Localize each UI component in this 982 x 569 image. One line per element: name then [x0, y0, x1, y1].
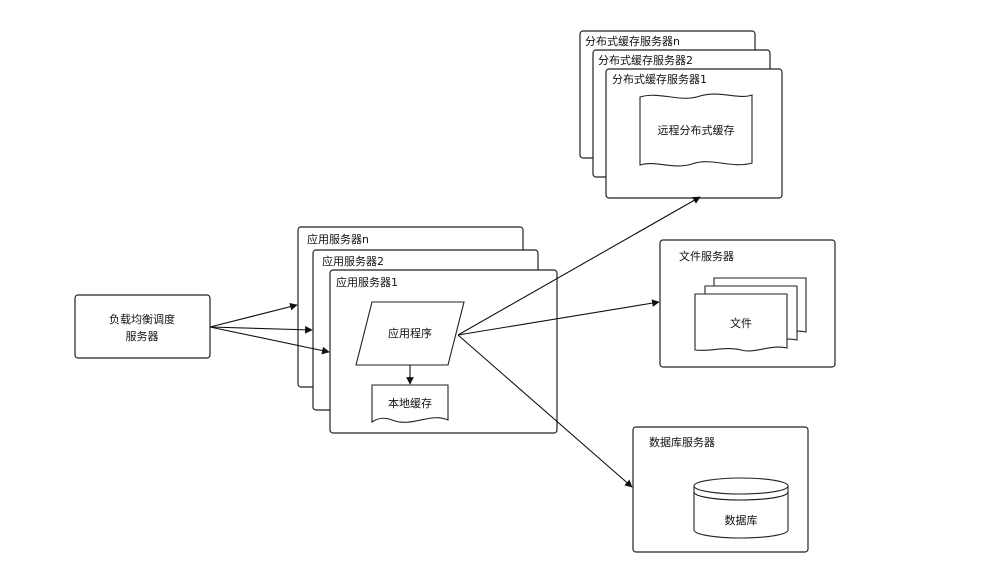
app-server-2-title: 应用服务器2	[322, 254, 384, 268]
load-balancer-node: 负载均衡调度 服务器	[74, 294, 211, 359]
app-server-stack: 应用服务器n 应用服务器2 应用服务器1 应用程序 本地缓存	[297, 226, 558, 434]
file-server-node: 文件服务器 文件	[659, 239, 836, 368]
db-label: 数据库	[725, 513, 758, 527]
edge-program-to-db-server	[457, 334, 633, 488]
cache-server-stack: 分布式缓存服务器n 分布式缓存服务器2 分布式缓存服务器1 远程分布式缓存	[579, 30, 783, 199]
load-balancer-label-line2: 服务器	[126, 330, 159, 343]
local-cache-label: 本地缓存	[388, 396, 432, 410]
remote-cache-shape	[639, 93, 753, 167]
edge-program-to-file-server	[457, 299, 660, 336]
edge-program-to-cache-server	[457, 196, 701, 336]
app-server-n-title: 应用服务器n	[307, 232, 369, 246]
file-server-title: 文件服务器	[679, 249, 734, 263]
edge-lb-to-app-2	[209, 325, 313, 334]
load-balancer-label-line1: 负载均衡调度	[109, 312, 175, 326]
cache-server-n-title: 分布式缓存服务器n	[585, 34, 680, 48]
cache-server-2-title: 分布式缓存服务器2	[598, 53, 693, 67]
file-label: 文件	[730, 316, 752, 330]
edge-lb-to-app-n	[209, 302, 298, 328]
db-cylinder-top	[693, 477, 789, 495]
remote-cache-label: 远程分布式缓存	[658, 123, 735, 137]
db-server-title: 数据库服务器	[649, 435, 715, 449]
local-cache-shape	[371, 384, 449, 424]
app-program-label: 应用程序	[388, 326, 432, 340]
db-server-node: 数据库服务器 数据库	[632, 426, 809, 553]
app-server-1-title: 应用服务器1	[336, 275, 398, 289]
edges	[209, 196, 701, 488]
cache-server-1-title: 分布式缓存服务器1	[612, 72, 707, 86]
db-cylinder-ring	[693, 491, 789, 501]
file-doc-front	[694, 293, 788, 352]
edge-lb-to-app-1	[209, 326, 330, 355]
app-program-shape	[355, 301, 465, 366]
